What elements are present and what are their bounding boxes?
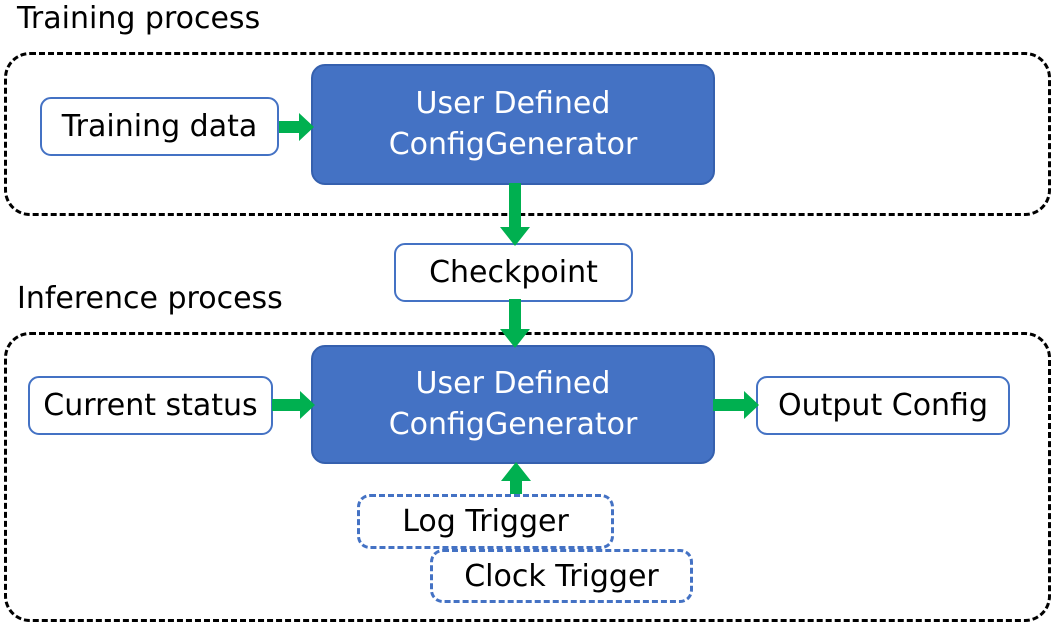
training-process-group bbox=[4, 52, 1051, 216]
arrow-configgenerator-to-output-config-icon bbox=[713, 388, 760, 422]
inference-process-label: Inference process bbox=[17, 281, 283, 316]
training-process-label: Training process bbox=[17, 1, 261, 36]
node-training-data[interactable]: Training data bbox=[40, 97, 279, 156]
node-output-config[interactable]: Output Config bbox=[756, 376, 1010, 435]
node-label-line2: ConfigGenerator bbox=[388, 126, 638, 162]
node-user-defined-configgenerator-inference[interactable]: User Defined ConfigGenerator bbox=[311, 345, 715, 464]
inference-process-group bbox=[4, 332, 1051, 622]
node-label-line1: User Defined bbox=[415, 86, 611, 121]
arrow-current-status-to-configgenerator-icon bbox=[272, 388, 316, 422]
node-current-status[interactable]: Current status bbox=[28, 376, 273, 435]
node-label-line2: ConfigGenerator bbox=[388, 406, 638, 442]
node-checkpoint[interactable]: Checkpoint bbox=[394, 243, 633, 302]
node-user-defined-configgenerator-training[interactable]: User Defined ConfigGenerator bbox=[311, 64, 715, 185]
arrow-training-data-to-configgenerator-icon bbox=[279, 110, 315, 144]
node-clock-trigger[interactable]: Clock Trigger bbox=[430, 549, 693, 603]
arrow-configgenerator-to-checkpoint-icon bbox=[498, 183, 532, 247]
node-log-trigger[interactable]: Log Trigger bbox=[357, 494, 614, 549]
arrow-checkpoint-to-configgenerator-icon bbox=[498, 299, 532, 349]
node-label-line1: User Defined bbox=[415, 366, 611, 401]
arrow-triggers-to-configgenerator-icon bbox=[499, 462, 533, 506]
